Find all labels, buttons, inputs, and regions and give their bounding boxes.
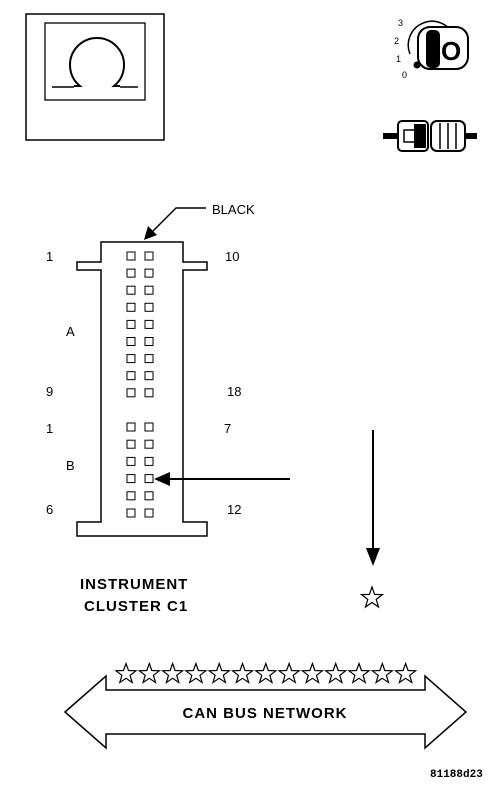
star-icon [300, 661, 325, 684]
can-bus-star-row [114, 661, 418, 684]
pin-b-1 [126, 422, 136, 432]
connector-plug-icon [383, 120, 477, 152]
connector-pin-grid [126, 251, 154, 518]
pin-label-a-10: 10 [225, 249, 239, 264]
star-icon [393, 661, 418, 684]
pin-label-b-12: 12 [227, 502, 241, 517]
pin-a-2 [126, 268, 136, 278]
pin-a-8 [126, 371, 136, 381]
pin-b-10 [144, 474, 154, 484]
ignition-pos-1: 1 [396, 54, 401, 64]
pin-a-1 [126, 251, 136, 261]
star-icon [370, 661, 394, 684]
star-icon [324, 661, 348, 684]
connector-name-line2: CLUSTER C1 [84, 598, 188, 615]
pin-a-11 [144, 268, 154, 278]
ignition-pos-0: 0 [402, 70, 407, 80]
ignition-pos-3: 3 [398, 18, 403, 28]
pin-b-12 [144, 508, 154, 518]
star-icon [114, 661, 138, 684]
star-icon [347, 661, 371, 684]
pin-label-a-1: 1 [46, 249, 53, 264]
pin-a-16 [144, 354, 154, 364]
pin-a-14 [144, 319, 154, 329]
star-icon [230, 661, 255, 684]
pin-a-15 [144, 337, 154, 346]
pin-b-5 [126, 491, 136, 501]
pin-a-18 [144, 388, 154, 398]
connector-name-line1: INSTRUMENT [80, 576, 188, 593]
pin-b-6 [126, 508, 136, 518]
ohmmeter-icon [25, 13, 165, 141]
pin-b-2 [126, 439, 136, 449]
connector-body [76, 241, 208, 537]
pin-label-b-7: 7 [224, 421, 231, 436]
figure-code: 81188d23 [430, 769, 483, 781]
pin-label-b-1: 1 [46, 421, 53, 436]
can-bus-label: CAN BUS NETWORK [183, 705, 348, 722]
down-arrow-head [366, 548, 380, 566]
pin-b-3 [126, 456, 136, 466]
star-icon [137, 661, 161, 684]
color-leader-line [151, 207, 206, 233]
pin-b-9 [144, 456, 154, 466]
pin-a-6 [126, 337, 136, 346]
can-bus-double-arrow [63, 674, 468, 750]
connector-color-label: BLACK [212, 202, 255, 217]
pin-b-8 [144, 439, 154, 449]
pin-b-11 [144, 491, 154, 501]
pin-label-a-18: 18 [227, 384, 241, 399]
star-icon [359, 585, 385, 609]
pin-a-10 [144, 251, 154, 261]
pin-a-3 [126, 285, 136, 295]
color-leader-arrowhead [144, 226, 157, 240]
star-icon [277, 661, 301, 684]
pin-a-12 [144, 285, 154, 295]
pin-label-a-9: 9 [46, 384, 53, 399]
key-letter: O [441, 36, 461, 66]
pin-pointer-arrowhead [154, 472, 170, 486]
pin-a-17 [144, 371, 154, 381]
star-icon [207, 661, 231, 684]
star-icon [254, 661, 278, 684]
pin-a-7 [126, 354, 136, 364]
star-icon [184, 661, 208, 684]
pin-a-13 [144, 302, 154, 312]
pin-a-4 [126, 302, 136, 312]
pin-b-7 [144, 422, 154, 432]
ignition-pos-2: 2 [394, 36, 399, 46]
pin-a-5 [126, 319, 136, 329]
ignition-key-icon: 3 2 1 0 O [394, 18, 469, 80]
pin-label-b-6: 6 [46, 502, 53, 517]
section-label-b: B [66, 458, 75, 473]
pin-b-4 [126, 474, 136, 484]
star-icon [160, 661, 185, 684]
section-label-a: A [66, 324, 75, 339]
pin-a-9 [126, 388, 136, 398]
